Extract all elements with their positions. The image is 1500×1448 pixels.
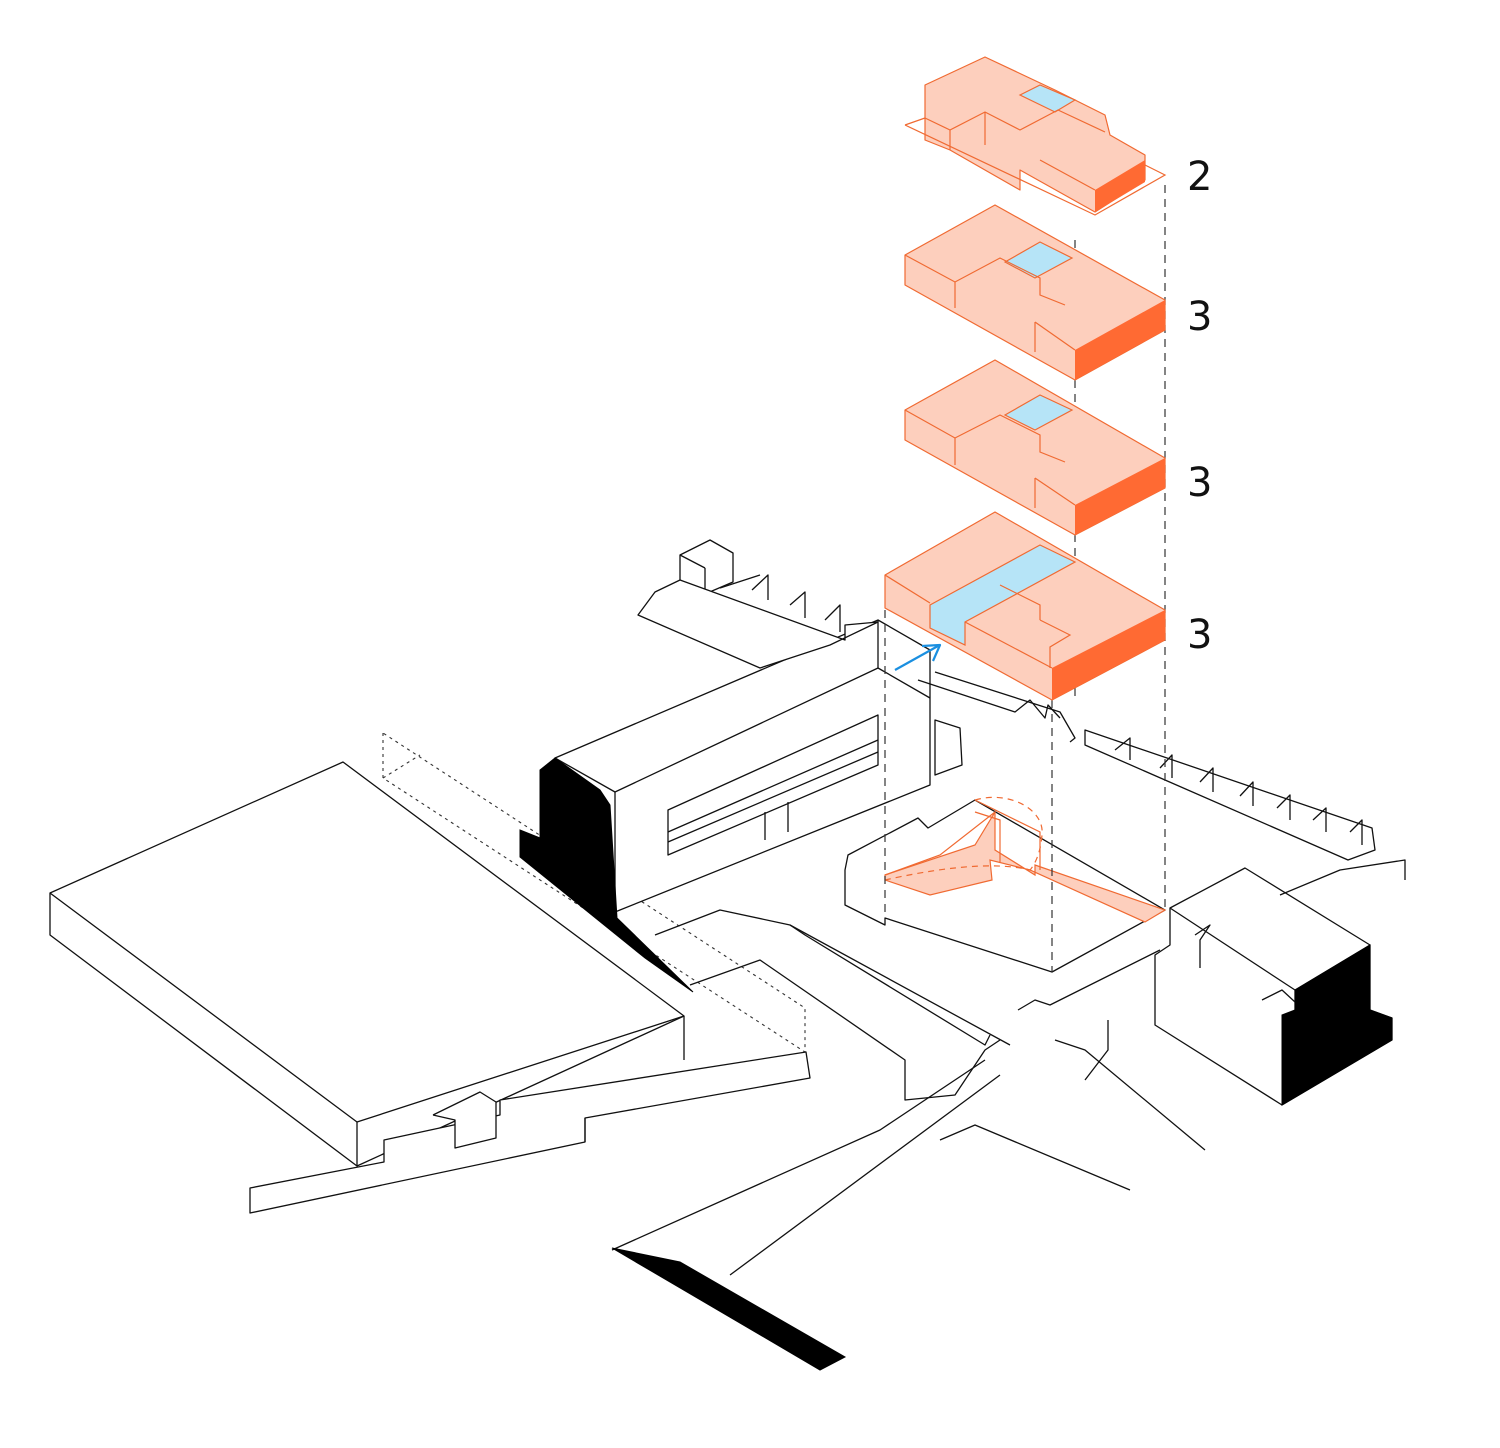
stack-label-2: 3 <box>1187 294 1212 340</box>
building-row-right <box>917 671 1376 861</box>
entrance-arrow-icon <box>894 643 942 671</box>
building-right <box>1084 859 1406 1106</box>
road-curved <box>611 909 1206 1276</box>
stack-label-4: 3 <box>1187 612 1212 658</box>
stack-label-3: 3 <box>1187 460 1212 506</box>
stack-label-top: 2 <box>1187 154 1212 200</box>
floor-level-4 <box>904 56 1167 216</box>
building-slab-center <box>519 619 963 993</box>
building-row-upper-left <box>637 539 879 669</box>
road-strip-left <box>249 1051 811 1214</box>
floor-level-2 <box>904 359 1166 536</box>
floor-level-3 <box>904 204 1166 381</box>
building-large-left <box>49 761 685 1167</box>
floor-level-1 <box>884 511 1166 701</box>
road-edge-shadow <box>611 1247 847 1371</box>
plot-courtyard <box>844 796 1167 973</box>
